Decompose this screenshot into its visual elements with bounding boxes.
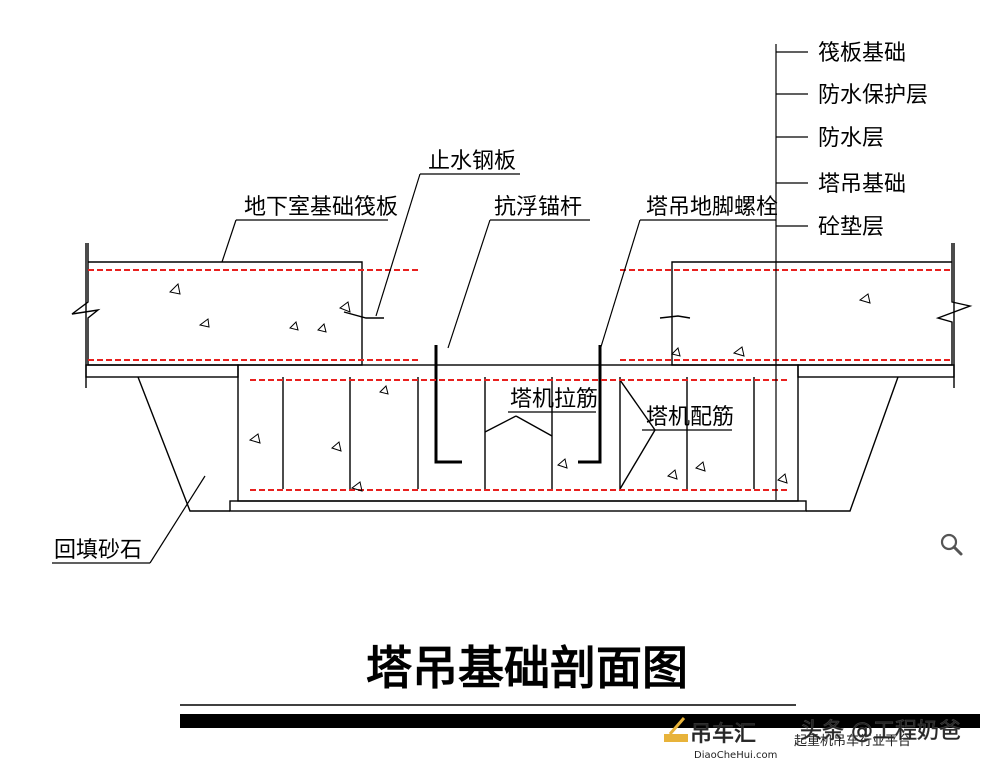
label-backfill: 回填砂石: [54, 538, 142, 563]
anchor-bolt-rod: [578, 345, 602, 464]
label-anchor-bolt: 塔吊地脚螺栓: [646, 195, 778, 220]
right-raft-slab: [671, 243, 973, 366]
labels: 筏板基础 防水保护层 防水层 塔吊基础 砼垫层 止水钢板 地下室基础筏板 抗浮锚…: [54, 41, 928, 563]
watermark-brand: 吊车汇: [690, 722, 756, 747]
label-tie-bar: 塔机拉筋: [510, 387, 598, 412]
label-anti-float-anchor: 抗浮锚杆: [494, 195, 582, 220]
magnifier-icon[interactable]: [940, 533, 963, 556]
label-waterproof-protect: 防水保护层: [818, 83, 928, 108]
label-crane-foundation: 塔吊基础: [818, 172, 906, 197]
label-raft-foundation: 筏板基础: [818, 41, 906, 66]
label-concrete-cushion: 砼垫层: [818, 215, 884, 240]
left-cushion-layer: [85, 364, 239, 378]
crane-foundation-block: [237, 364, 799, 502]
title-underline-thick: [180, 714, 980, 728]
bottom-cushion-layer: [229, 500, 807, 512]
rebar-lines: [88, 269, 952, 491]
watermark-author: 头条 @工程奶爸: [800, 719, 961, 744]
excavation-slope: [137, 376, 230, 512]
diagram-title: 塔吊基础剖面图: [366, 641, 688, 695]
label-water-stop-plate: 止水钢板: [428, 149, 516, 174]
right-cushion-layer: [797, 364, 955, 378]
label-waterproof-layer: 防水层: [818, 126, 884, 151]
watermark-brand-url: DiaoCheHui.com: [694, 750, 777, 761]
watermark-slogan: 起重机吊车行业平台: [794, 733, 911, 749]
leader-lines: [52, 44, 808, 564]
structure-outline: [71, 243, 973, 512]
anti-float-anchor-rod: [434, 345, 462, 464]
aggregate-marks: [168, 282, 871, 492]
label-reinforcement: 塔机配筋: [646, 405, 734, 430]
left-raft-slab: [71, 243, 363, 366]
label-basement-raft: 地下室基础筏板: [244, 195, 398, 220]
crane-logo-icon: [664, 717, 688, 742]
watermark: 吊车汇 DiaoCheHui.com 起重机吊车行业平台 头条 @工程奶爸: [664, 717, 961, 761]
